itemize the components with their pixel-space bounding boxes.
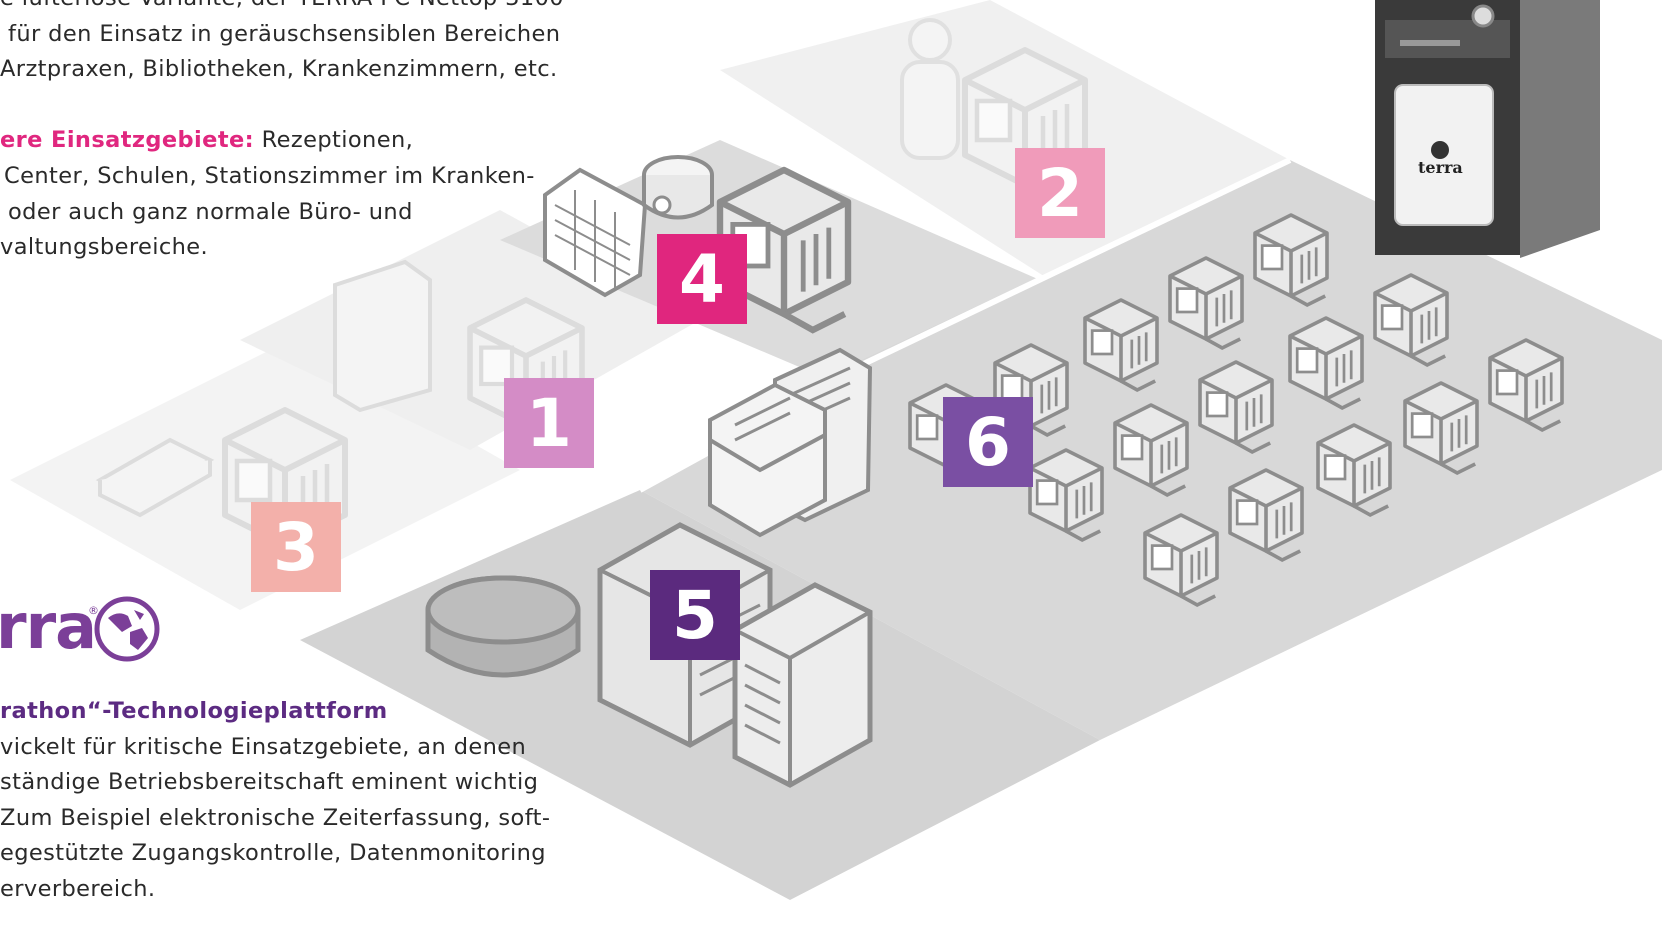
intro-line-2: für den Einsatz in geräuschsensiblen Ber…	[8, 20, 561, 47]
marathon-heading: rathon“-Technologieplattform	[0, 698, 388, 724]
zone-badge-5: 5	[650, 570, 740, 660]
tower-pc-product-image	[1375, 0, 1600, 258]
use-areas-line-rest: Rezeptionen,	[254, 127, 414, 154]
phone-icon	[95, 437, 215, 518]
intro-line-3: Arztpraxen, Bibliotheken, Krankenzimmern…	[0, 56, 558, 83]
storage-disk-icon	[425, 575, 581, 678]
zone-badge-2: 2	[1015, 148, 1105, 238]
server-rack-icon-2	[732, 582, 873, 788]
zone-badge-1: 1	[504, 378, 594, 468]
person-icon	[900, 18, 960, 160]
projector-icon	[642, 155, 714, 220]
tower-brand-label: terra	[1418, 158, 1463, 177]
intro-text-block: e lüfterlose Variante, der TERRA PC-Nett…	[0, 0, 564, 266]
marathon-line-3: Zum Beispiel elektronische Zeiterfassung…	[0, 804, 551, 831]
terra-logo-registered: ®	[88, 604, 99, 617]
zone-badge-6: 6	[943, 397, 1033, 487]
marathon-line-2: ständige Betriebsbereitschaft eminent wi…	[0, 769, 539, 796]
terra-globe-icon	[94, 596, 160, 662]
marathon-line-5: erverbereich.	[0, 875, 156, 902]
zone-badge-3: 3	[251, 502, 341, 592]
marathon-line-4: egestützte Zugangskontrolle, Datenmonito…	[0, 840, 546, 867]
intro-line-1: e lüfterlose Variante, der TERRA PC-Nett…	[0, 0, 564, 17]
use-areas-heading: ere Einsatzgebiete:	[0, 127, 255, 154]
zone-badge-4: 4	[657, 234, 747, 324]
marathon-text-block: rathon“-Technologieplattform vickelt für…	[0, 694, 550, 908]
intro-line-5: Center, Schulen, Stationszimmer im Krank…	[4, 162, 535, 189]
mail-documents-icon	[708, 347, 873, 538]
intro-line-6: oder auch ganz normale Büro- und	[8, 198, 413, 225]
intro-line-7: valtungsbereiche.	[0, 234, 209, 261]
use-areas-line: ere Einsatzgebiete: Rezeptionen,	[0, 123, 564, 159]
spreadsheet-icon	[543, 167, 648, 298]
terra-logo-word: rra	[0, 590, 97, 663]
door-icon	[333, 259, 432, 413]
marathon-line-1: vickelt für kritische Einsatzgebiete, an…	[0, 733, 527, 760]
